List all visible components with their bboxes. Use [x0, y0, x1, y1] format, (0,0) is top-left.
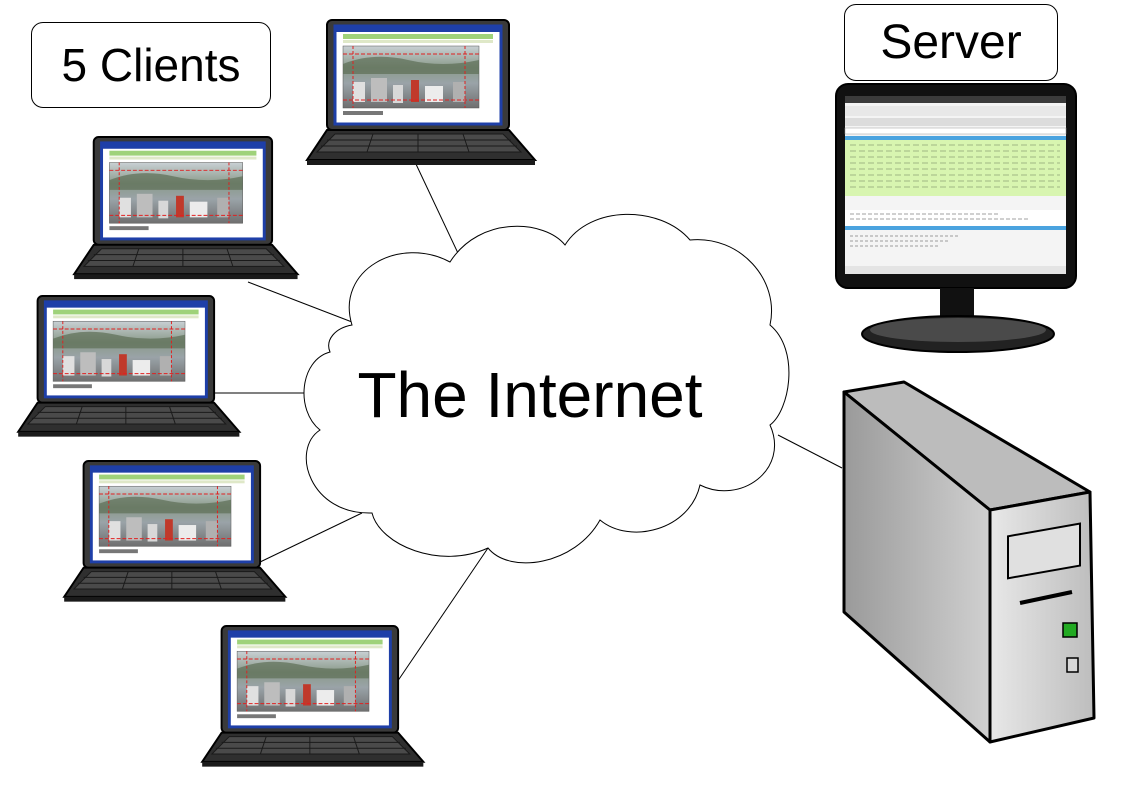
laptop-icon — [200, 624, 425, 769]
reset-button-icon — [1066, 657, 1079, 673]
link-client-4 — [257, 512, 363, 564]
monitor-icon — [835, 83, 1077, 353]
link-client-2 — [247, 281, 353, 323]
laptop-icon — [16, 294, 241, 439]
server-tower-icon — [842, 380, 1096, 744]
link-server — [777, 434, 843, 469]
laptop-icon — [62, 459, 287, 604]
internet-label: The Internet — [357, 359, 703, 431]
connection-lines — [210, 161, 843, 689]
link-client-5 — [392, 547, 489, 689]
laptop-icon — [72, 135, 300, 281]
link-client-1 — [414, 161, 466, 269]
server-label: Server — [844, 4, 1058, 81]
clients-label: 5 Clients — [31, 22, 271, 108]
cloud-icon — [303, 213, 790, 564]
laptop-icon — [305, 18, 537, 167]
power-led-icon — [1062, 622, 1078, 638]
